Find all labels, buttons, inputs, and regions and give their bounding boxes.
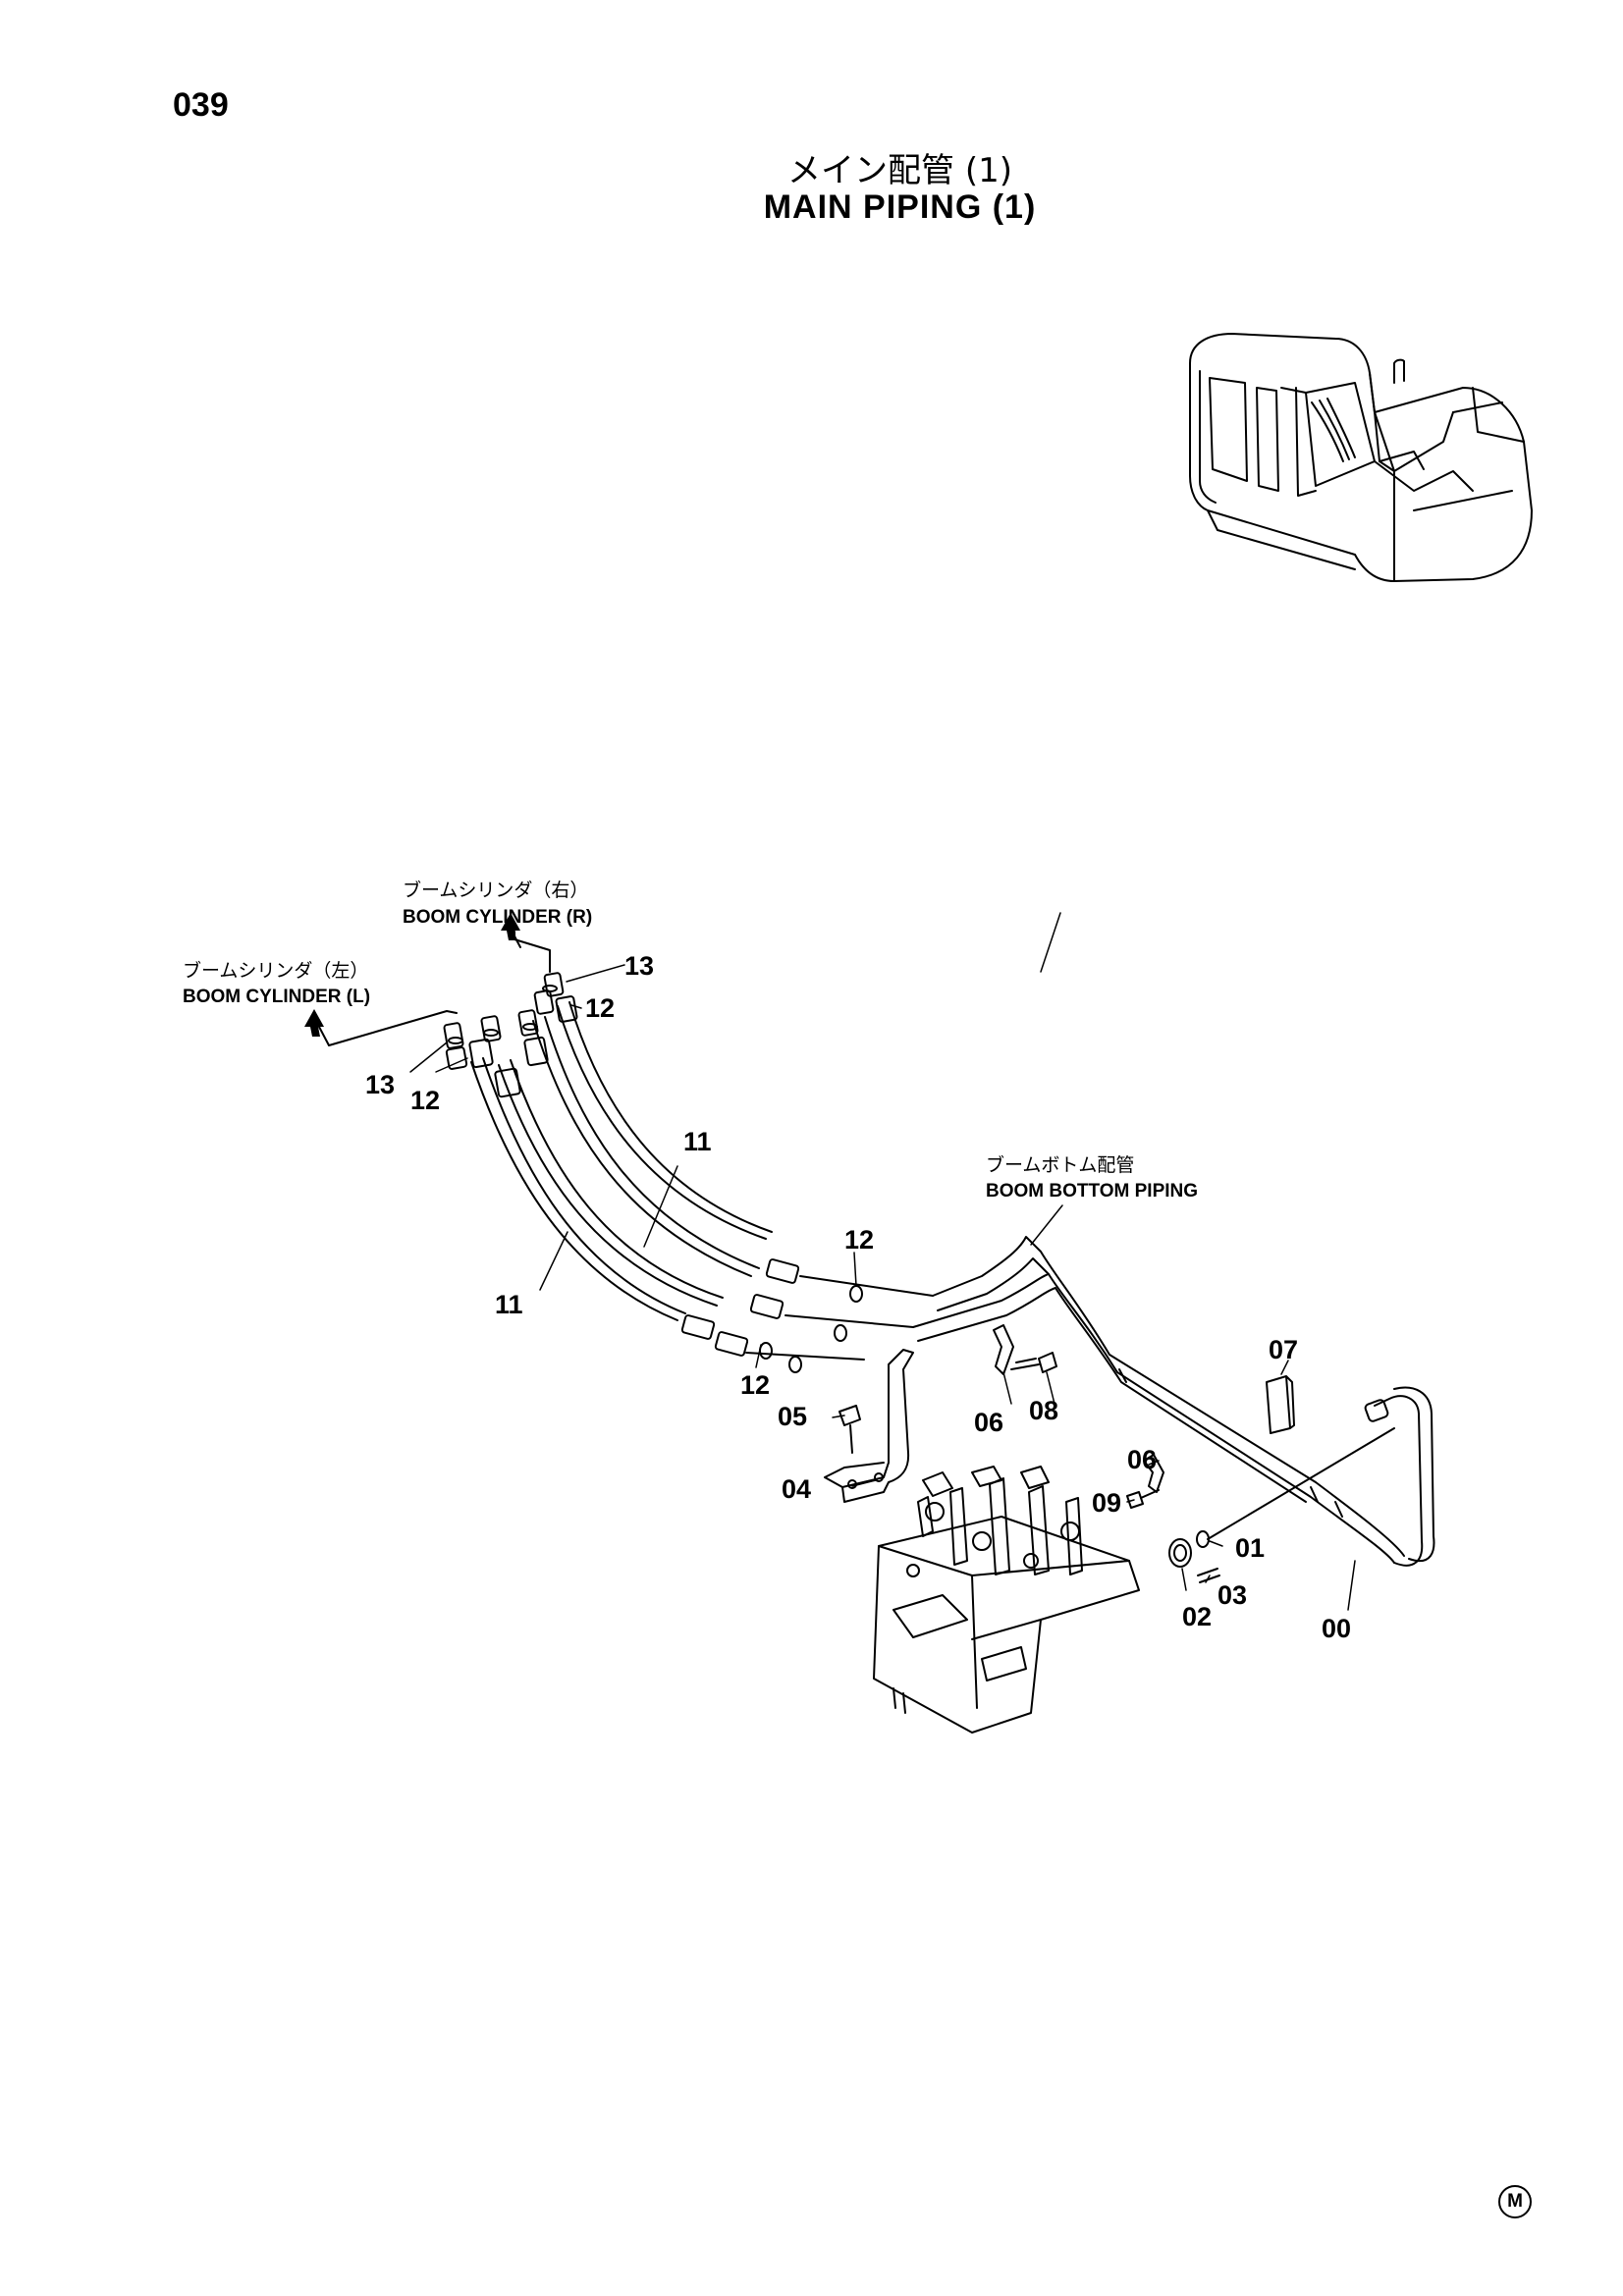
boom-cylinder-r-jp: ブームシリンダ（右） (403, 879, 588, 901)
boom-bottom-piping-en: BOOM BOTTOM PIPING (986, 1181, 1198, 1201)
part-01: 01 (1235, 1533, 1265, 1563)
part-13-left: 13 (365, 1070, 395, 1099)
part-02: 02 (1182, 1602, 1212, 1631)
part-12-bottom: 12 (740, 1370, 770, 1400)
leader-lines (409, 912, 1356, 1611)
part-12-center: 12 (844, 1225, 874, 1255)
hoses (470, 1001, 773, 1321)
part-06-lower: 06 (1127, 1445, 1157, 1474)
destination-labels: ブームシリンダ（右） BOOM CYLINDER (R) ブームシリンダ（左） … (183, 879, 1198, 1201)
brackets-and-clamps (824, 1324, 1295, 1503)
part-08: 08 (1029, 1396, 1058, 1425)
part-12-right: 12 (585, 993, 615, 1023)
part-13-right: 13 (624, 951, 654, 981)
boom-bottom-piping (912, 1236, 1435, 1567)
part-03: 03 (1217, 1580, 1247, 1610)
boom-cylinder-r-en: BOOM CYLINDER (R) (403, 907, 592, 928)
part-12-left: 12 (410, 1086, 440, 1115)
top-fittings (443, 972, 578, 1098)
part-04: 04 (782, 1474, 811, 1504)
part-09: 09 (1092, 1488, 1121, 1518)
part-00: 00 (1322, 1614, 1351, 1643)
arrow-icon-left-cylinder (304, 1009, 324, 1037)
boom-cylinder-l-en: BOOM CYLINDER (L) (183, 987, 370, 1007)
arrow-icon-right-cylinder (501, 913, 520, 940)
page-number: 039 (173, 86, 229, 124)
part-06-upper: 06 (974, 1408, 1003, 1437)
control-valve (873, 1466, 1140, 1734)
corner-mark: M (1498, 2185, 1532, 2218)
part-11-upper: 11 (683, 1127, 712, 1156)
lower-fittings (680, 1258, 934, 1373)
excavator-thumbnail (1189, 333, 1533, 582)
part-callouts: 13 12 13 12 11 11 12 12 07 06 08 05 04 0… (365, 951, 1351, 1643)
bolts-and-seals (839, 1352, 1395, 1583)
part-11-lower: 11 (495, 1290, 523, 1319)
part-07: 07 (1269, 1335, 1298, 1364)
boom-bottom-piping-jp: ブームボトム配管 (986, 1153, 1134, 1176)
boom-cylinder-l-jp: ブームシリンダ（左） (183, 959, 368, 982)
title-english: MAIN PIPING (1) (763, 188, 1037, 226)
part-05: 05 (778, 1402, 807, 1431)
title-japanese: メイン配管 (1) (787, 151, 1012, 190)
